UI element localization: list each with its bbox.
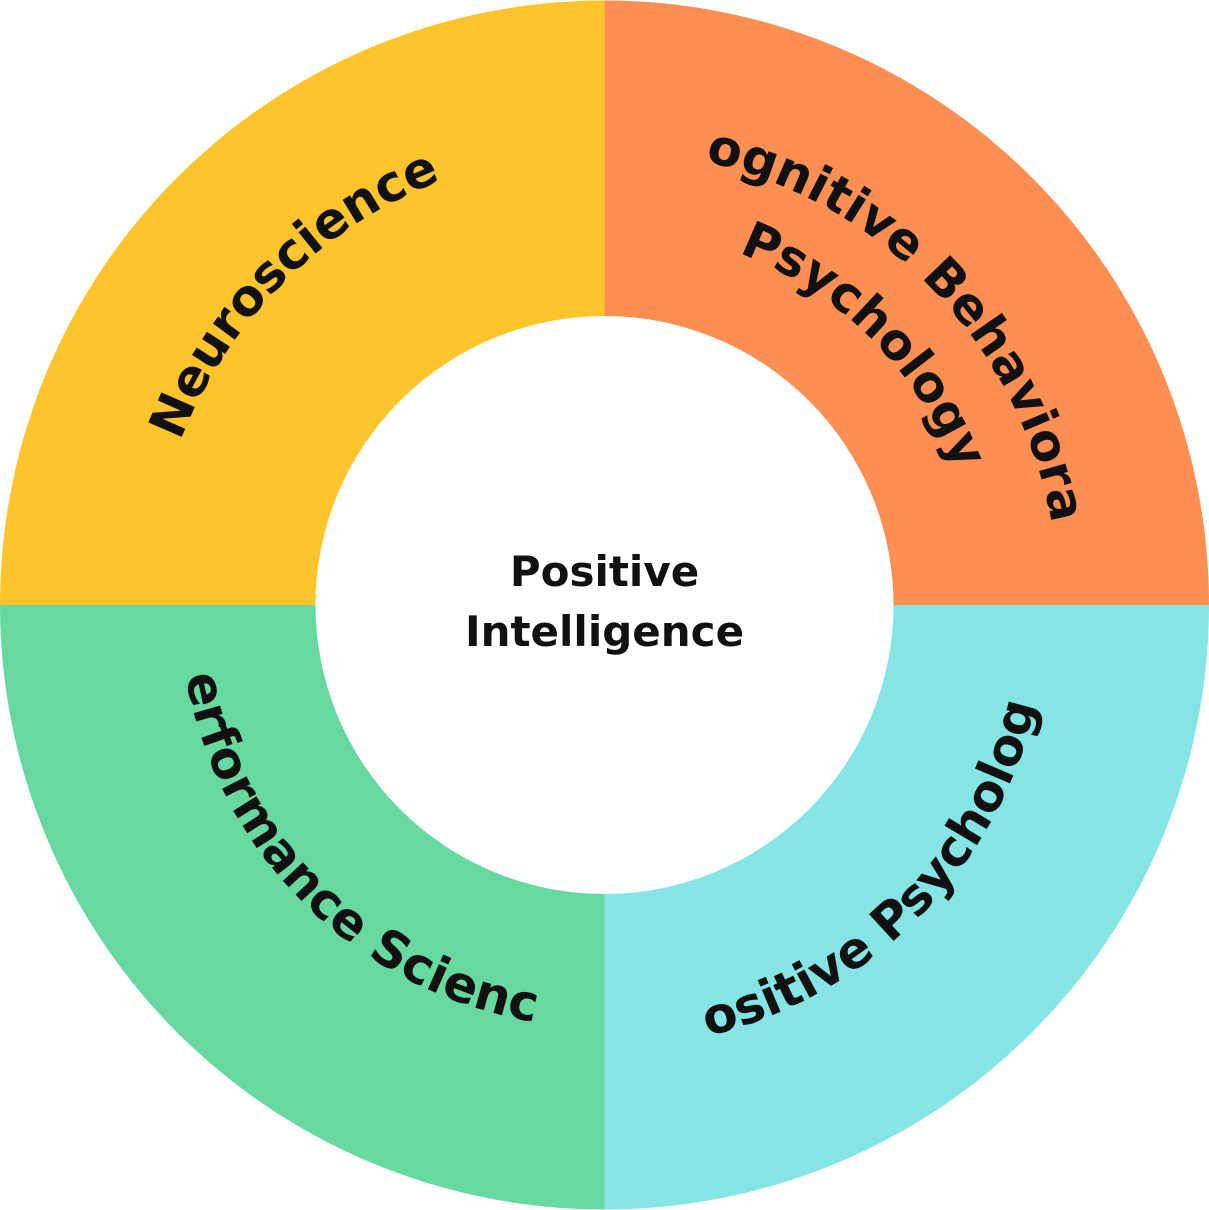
center-label-line1: Positive	[510, 547, 699, 596]
center-label-line2: Intelligence	[465, 607, 744, 656]
center-circle	[315, 316, 894, 894]
